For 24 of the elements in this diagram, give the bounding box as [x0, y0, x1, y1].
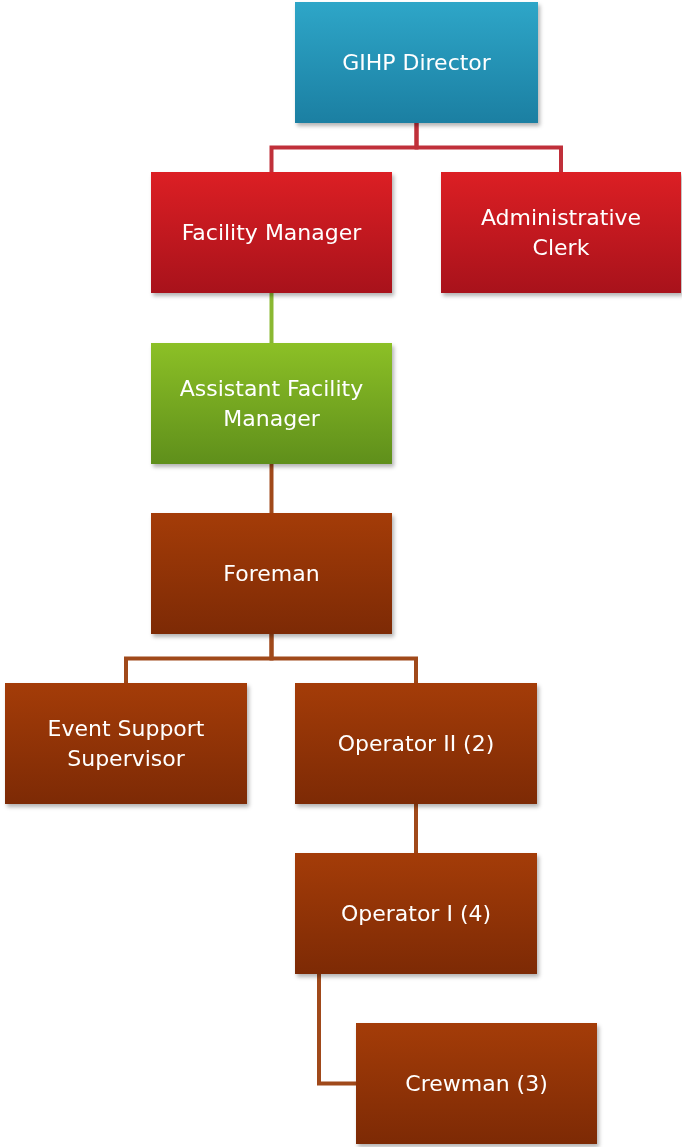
role-title: Crewman (3) [405, 1069, 548, 1098]
role-title: Administrative Clerk [479, 203, 643, 262]
role-title: Operator I (4) [340, 899, 492, 928]
role-box [295, 2, 538, 123]
role-title: GIHP Director [342, 48, 491, 77]
role-box [295, 683, 537, 804]
role-box [356, 1023, 597, 1144]
role-title: Facility Manager [181, 218, 362, 247]
role-title: Event Support Supervisor [46, 714, 206, 773]
role-title: Foreman [223, 559, 320, 588]
connector-line [269, 293, 274, 343]
role-title: Operator II (2) [337, 729, 495, 758]
role-box [151, 513, 392, 634]
role-box [441, 172, 681, 293]
connector-line [414, 123, 563, 172]
connector-line [269, 634, 418, 683]
role-box [151, 343, 392, 464]
connector-line [269, 464, 274, 513]
role-box [151, 172, 392, 293]
connector-line [414, 804, 418, 853]
role-title: Assistant Facility Manager [178, 374, 365, 433]
role-box [295, 853, 537, 974]
connector-line [317, 974, 356, 1086]
role-box [5, 683, 247, 804]
